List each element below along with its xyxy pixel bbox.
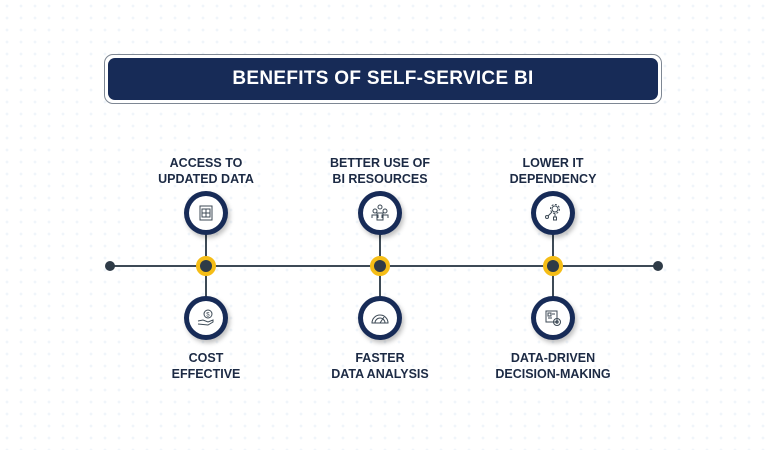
timeline-node xyxy=(196,256,216,276)
team-icon xyxy=(358,191,402,235)
title-banner: BENEFITS OF SELF-SERVICE BI xyxy=(104,54,662,104)
timeline-start-dot xyxy=(105,261,115,271)
speedometer-icon xyxy=(358,296,402,340)
gear-network-icon xyxy=(531,191,575,235)
page-title: BENEFITS OF SELF-SERVICE BI xyxy=(232,68,534,89)
money-hand-icon: $ xyxy=(184,296,228,340)
timeline-node xyxy=(543,256,563,276)
calendar-data-icon xyxy=(184,191,228,235)
timeline-node xyxy=(370,256,390,276)
dashboard-gear-icon xyxy=(531,296,575,340)
timeline-end-dot xyxy=(653,261,663,271)
svg-text:$: $ xyxy=(206,313,210,319)
